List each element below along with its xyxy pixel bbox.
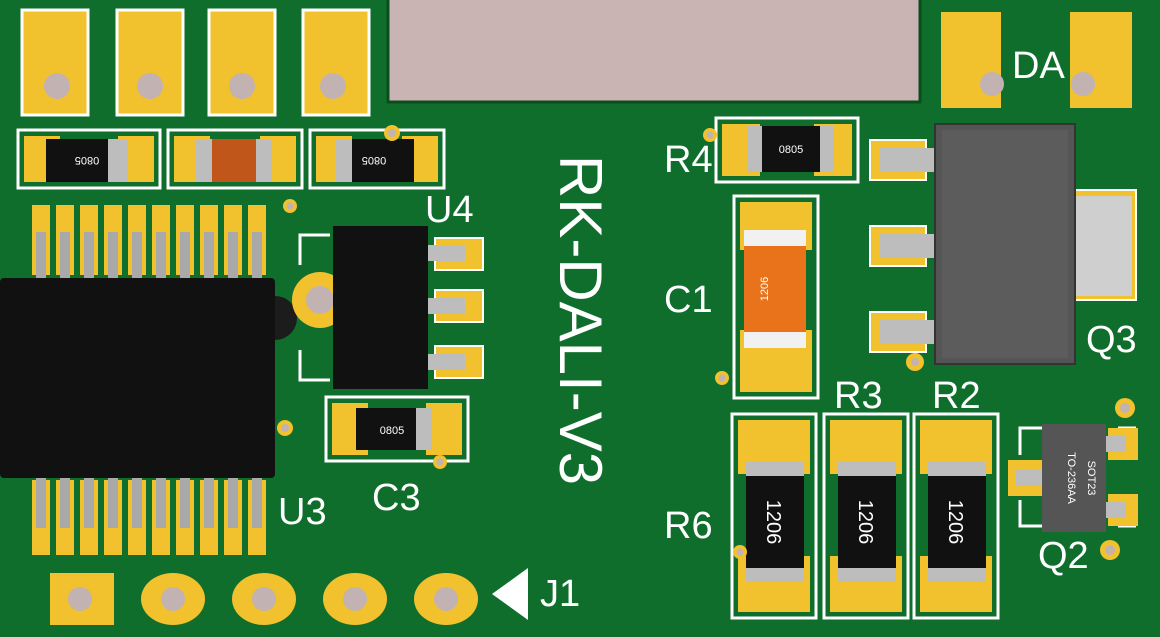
c3-package-label: 0805 xyxy=(380,425,404,437)
r6-package-label: 1206 xyxy=(762,500,784,545)
r2-package-label: 1206 xyxy=(944,500,966,545)
q2-package-label: SOT23 xyxy=(1085,461,1097,496)
c1-label: C1 xyxy=(664,279,713,321)
q2-label: Q2 xyxy=(1038,535,1089,577)
r4-resistor: 0805 xyxy=(714,116,860,184)
r3-package-label: 1206 xyxy=(854,500,876,545)
resistor-0805-left: 0805 xyxy=(16,128,162,190)
q2-package-type: TO-236AA xyxy=(1065,452,1077,504)
u4-regulator xyxy=(292,226,484,389)
j1-label: J1 xyxy=(540,573,580,615)
board-title: RK-DALI-V3 xyxy=(547,155,614,485)
j1-connector xyxy=(50,568,528,625)
r2-label: R2 xyxy=(932,375,981,417)
resistor-0805-right: 0805 xyxy=(308,128,446,190)
q2-transistor: SOT23 TO-236AA xyxy=(1008,424,1138,532)
c3-label: C3 xyxy=(372,477,421,519)
board-edge xyxy=(386,0,922,104)
c1-capacitor: 1206 xyxy=(732,194,820,400)
r3-label: R3 xyxy=(834,375,883,417)
da-label: DA xyxy=(1012,45,1065,87)
u4-label: U4 xyxy=(425,189,474,231)
r6-label: R6 xyxy=(664,505,713,547)
r4-label: R4 xyxy=(664,139,713,181)
header-pads xyxy=(20,8,371,117)
r6-resistor: 1206 xyxy=(730,412,818,620)
r2-resistor: 1206 xyxy=(912,412,1000,620)
q3-label: Q3 xyxy=(1086,319,1137,361)
q3-transistor xyxy=(869,123,1137,365)
da-pads xyxy=(941,12,1132,108)
c3-capacitor: 0805 xyxy=(324,395,470,463)
c1-package-label: 1206 xyxy=(759,277,771,301)
r-right-package-label: 0805 xyxy=(362,154,386,166)
r-left-package-label: 0805 xyxy=(75,154,99,166)
r3-resistor: 1206 xyxy=(822,412,910,620)
capacitor-0805-middle xyxy=(166,128,304,190)
u3-soic-package xyxy=(0,205,297,555)
u3-label: U3 xyxy=(278,491,327,533)
r4-package-label: 0805 xyxy=(779,144,803,156)
